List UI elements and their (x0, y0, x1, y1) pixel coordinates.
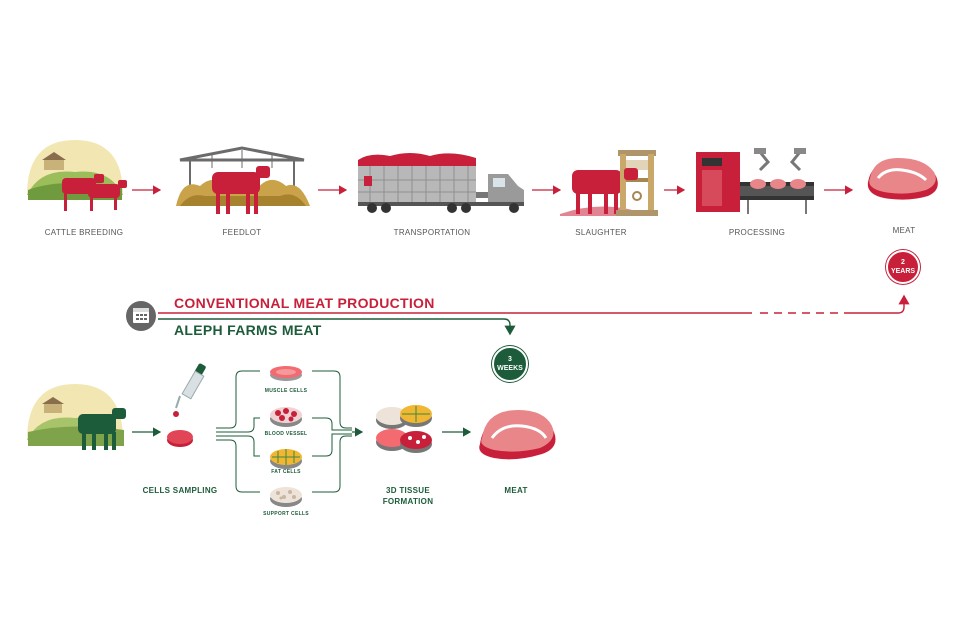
support-cells-label: SUPPORT CELLS (263, 511, 309, 517)
aleph-duration-value: 3 (508, 356, 512, 363)
step-label-meat-conventional: MEAT (892, 226, 916, 235)
fat-cells-label: FAT CELLS (271, 469, 301, 475)
conventional-duration-value: 2 (901, 259, 905, 266)
cells-sampling-label: CELLS SAMPLING (142, 486, 218, 495)
pipette-and-sample-illustration (167, 363, 206, 447)
meat-steak-illustration-top (867, 158, 938, 200)
conventional-duration-unit: YEARS (890, 268, 916, 275)
blood-vessel-label: BLOOD VESSEL (264, 431, 308, 437)
aleph-duration-unit: WEEKS (497, 365, 523, 372)
muscle-cells-label: MUSCLE CELLS (264, 388, 308, 394)
aleph-heading: ALEPH FARMS MEAT (174, 322, 322, 338)
processing-machine-illustration (696, 148, 814, 214)
transportation-truck-illustration (358, 153, 524, 213)
cow-pasture-illustration (27, 384, 126, 450)
fat-cells-dish (270, 449, 302, 469)
aleph-duration-badge: 3 WEEKS (492, 346, 528, 382)
step-label-transportation: TRANSPORTATION (393, 228, 471, 237)
calendar-icon (126, 301, 156, 331)
conventional-timeline-line (158, 294, 910, 314)
feedlot-illustration (176, 146, 310, 214)
cattle-breeding-illustration (27, 140, 127, 211)
conventional-duration-badge: 2 YEARS (886, 250, 920, 284)
step-label-slaughter: SLAUGHTER (575, 228, 627, 237)
aleph-timeline-line (158, 318, 516, 336)
support-cells-dish (270, 487, 302, 507)
tissue-formation-illustration (376, 405, 432, 453)
tissue-formation-label-line2: FORMATION (382, 497, 434, 506)
conventional-heading: CONVENTIONAL MEAT PRODUCTION (174, 295, 435, 311)
step-label-processing: PROCESSING (728, 228, 786, 237)
step-label-cattle-breeding: CATTLE BREEDING (44, 228, 124, 237)
meat-steak-illustration-bottom (479, 410, 556, 460)
blood-vessel-dish (270, 407, 302, 427)
cells-merge-connectors (312, 370, 352, 493)
slaughter-illustration (560, 150, 658, 216)
muscle-cells-dish (270, 366, 302, 381)
meat-aleph-label: MEAT (504, 486, 528, 495)
tissue-formation-label-line1: 3D TISSUE (385, 486, 431, 495)
step-label-feedlot: FEEDLOT (222, 228, 262, 237)
cells-branch-connectors (216, 370, 260, 493)
